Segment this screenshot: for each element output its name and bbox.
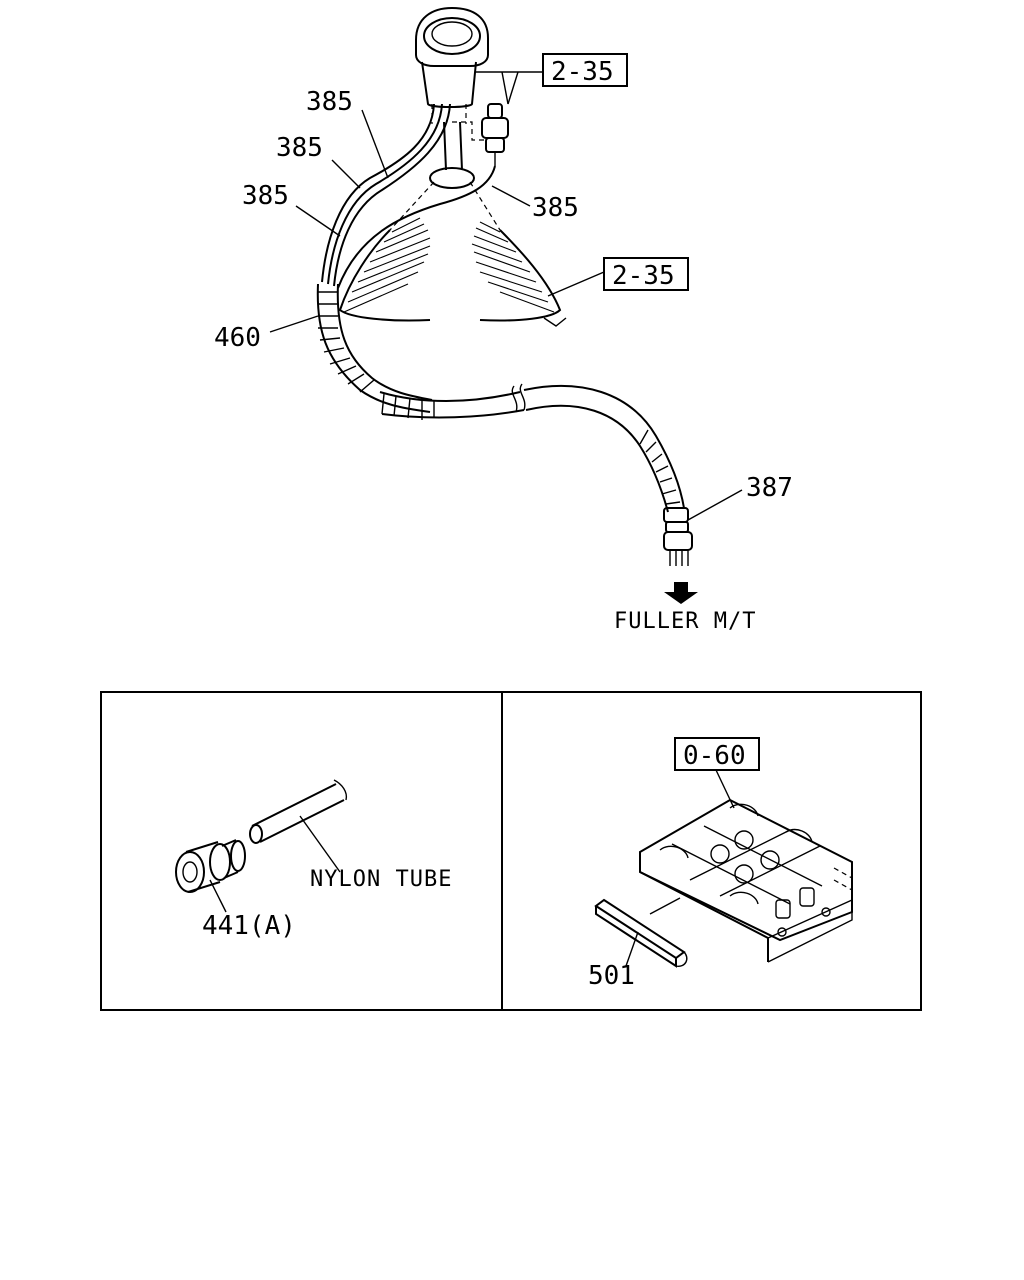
ref-box-mid <box>603 257 689 291</box>
fitting-441 <box>175 839 246 913</box>
switch-component <box>481 103 509 166</box>
ref-box-block <box>674 737 760 771</box>
wires <box>321 103 496 289</box>
strip-501 <box>594 897 688 968</box>
part-label-385-a: 385 <box>306 87 353 117</box>
detail-panels-frame <box>100 691 922 1011</box>
ref-label-mid: 2-35 <box>612 261 675 291</box>
harness <box>379 383 693 566</box>
part-label-387: 387 <box>746 473 793 503</box>
destination-label: FULLER M/T <box>614 609 756 634</box>
part-label-385-c: 385 <box>242 181 289 211</box>
corrugated-tube <box>316 283 433 413</box>
part-label-385-b: 385 <box>276 133 323 163</box>
part-label-385-d: 385 <box>532 193 579 223</box>
part-label-460: 460 <box>214 323 261 353</box>
leader-lines <box>269 71 743 521</box>
ref-label-top: 2-35 <box>551 57 614 87</box>
nylon-tube-label: NYLON TUBE <box>310 867 452 892</box>
ref-label-block: 0-60 <box>683 741 746 771</box>
ref-box-top <box>542 53 628 87</box>
shift-lever <box>429 121 488 189</box>
block-leader <box>715 769 735 809</box>
shift-knob <box>415 6 489 124</box>
nylon-tube-detail <box>249 779 348 873</box>
part-label-501: 501 <box>588 961 635 991</box>
shift-boot <box>338 181 567 327</box>
part-label-441a: 441(A) <box>202 911 296 941</box>
down-arrow-icon <box>664 582 698 604</box>
valve-block <box>639 798 853 963</box>
